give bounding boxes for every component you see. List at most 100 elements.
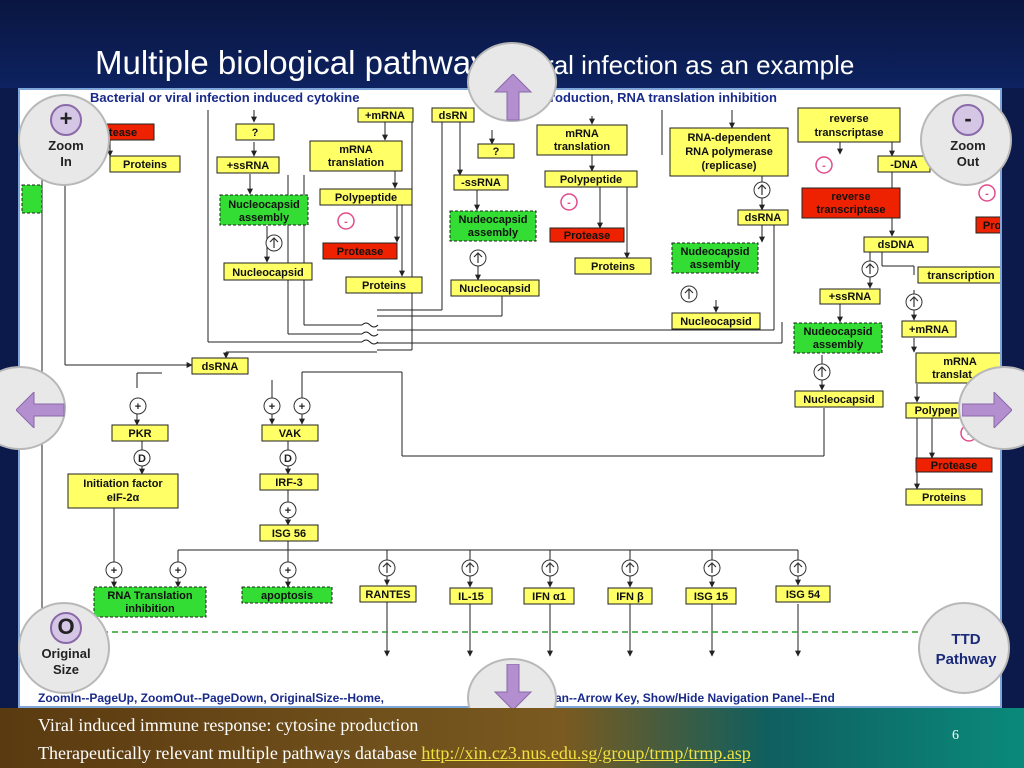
node-nucleocapsid-2[interactable]: Nucleocapsid xyxy=(450,279,540,297)
node-green-edge xyxy=(21,184,43,214)
node-dna-minus[interactable]: -DNA xyxy=(877,155,931,173)
svg-text:-: - xyxy=(567,197,571,209)
svg-text:IL-15: IL-15 xyxy=(458,591,484,603)
node-mrna-plus-2[interactable]: +mRNA xyxy=(901,320,957,338)
original-size-label-2: Size xyxy=(52,662,79,677)
svg-text:+mRNA: +mRNA xyxy=(909,324,949,336)
svg-text:ISG 56: ISG 56 xyxy=(272,528,306,540)
svg-text:Nucleocapsid: Nucleocapsid xyxy=(680,316,752,328)
svg-text:mRNA: mRNA xyxy=(943,356,977,368)
node-polypeptide-1[interactable]: Polypeptide xyxy=(319,188,413,206)
svg-text:Nucleocapsid: Nucleocapsid xyxy=(459,283,531,295)
pan-right-button[interactable] xyxy=(958,366,1024,450)
node-protease-3[interactable]: Protease xyxy=(915,457,993,473)
node-dsdna[interactable]: dsDNA xyxy=(863,236,929,253)
node-ssrna-minus[interactable]: -ssRNA xyxy=(453,174,509,191)
node-rantes[interactable]: RANTES xyxy=(359,585,417,603)
node-il15[interactable]: IL-15 xyxy=(449,587,493,605)
node-isg54[interactable]: ISG 54 xyxy=(775,585,831,603)
node-proteins-1[interactable]: Proteins xyxy=(109,155,181,173)
pan-up-button[interactable] xyxy=(467,42,557,122)
node-ifn-b[interactable]: IFN β xyxy=(607,587,653,605)
node-protease-1[interactable]: Protease xyxy=(322,242,398,260)
node-pkr[interactable]: PKR xyxy=(111,424,169,442)
node-apoptosis[interactable]: apoptosis xyxy=(241,586,333,604)
svg-text:assembly: assembly xyxy=(468,227,519,239)
node-polypeptide-3[interactable]: Polypep xyxy=(905,402,967,419)
node-ifn-a1[interactable]: IFN α1 xyxy=(523,587,575,605)
svg-text:Nudeocapsid: Nudeocapsid xyxy=(680,246,749,258)
svg-text:RNA Translation: RNA Translation xyxy=(107,590,192,602)
svg-text:RNA-dependent: RNA-dependent xyxy=(687,132,770,144)
arrow-right-icon xyxy=(962,392,1012,428)
svg-text:+ssRNA: +ssRNA xyxy=(227,160,270,172)
node-protease-2[interactable]: Protease xyxy=(549,227,625,243)
node-dsrna-main[interactable]: dsRNA xyxy=(191,357,249,375)
node-mrna-plus-1[interactable]: +mRNA xyxy=(357,107,414,123)
node-protease-edge[interactable]: Pro xyxy=(975,216,1000,234)
svg-text:+: + xyxy=(175,565,181,577)
svg-text:dsRN: dsRN xyxy=(439,110,468,122)
svg-text:Proteins: Proteins xyxy=(922,492,966,504)
svg-text:Nucleocapsid: Nucleocapsid xyxy=(228,199,300,211)
node-nucleocapsid-3[interactable]: Nucleocapsid xyxy=(671,312,761,330)
symbol-plus-pkr: + xyxy=(129,397,147,415)
node-dsrna-top[interactable]: dsRN xyxy=(431,107,475,123)
svg-text:D: D xyxy=(284,453,292,465)
pathway-viewer[interactable]: Bacterial or viral infection induced cyt… xyxy=(0,42,1024,738)
svg-text:translat: translat xyxy=(932,369,972,381)
pathway-diagram: Bacterial or viral infection induced cyt… xyxy=(21,90,1000,705)
symbol-minus-4: - xyxy=(978,184,996,202)
svg-text:Nudeocapsid: Nudeocapsid xyxy=(458,214,527,226)
node-proteins-2[interactable]: Proteins xyxy=(345,276,423,294)
page-number: 6 xyxy=(952,728,959,743)
node-dsrna-2[interactable]: dsRNA xyxy=(737,209,789,226)
svg-text:assembly: assembly xyxy=(239,212,290,224)
svg-text:Polypeptide: Polypeptide xyxy=(335,192,397,204)
svg-text:translation: translation xyxy=(328,157,385,169)
svg-text:tease: tease xyxy=(109,127,137,139)
slide-title: Multiple biological pathways: Viral infe… xyxy=(95,44,854,82)
database-link[interactable]: http://xin.cz3.nus.edu.sg/group/trmp/trm… xyxy=(421,743,751,763)
node-vak[interactable]: VAK xyxy=(261,424,319,442)
svg-text:+: + xyxy=(285,505,291,517)
symbol-d-vak: D xyxy=(279,449,297,467)
node-nucleocapsid-1[interactable]: Nucleocapsid xyxy=(223,262,313,281)
node-nucleocapsid-4[interactable]: Nucleocapsid xyxy=(794,390,884,408)
node-irf3[interactable]: IRF-3 xyxy=(259,473,319,491)
node-question-2[interactable]: ? xyxy=(477,143,515,159)
svg-text:RANTES: RANTES xyxy=(365,589,410,601)
svg-text:reverse: reverse xyxy=(829,113,868,125)
zoom-out-label-2: Out xyxy=(956,154,980,169)
node-polypeptide-2[interactable]: Polypeptide xyxy=(544,170,638,188)
svg-text:inhibition: inhibition xyxy=(125,603,175,615)
node-proteins-3[interactable]: Proteins xyxy=(574,257,652,275)
node-transcription[interactable]: transcription xyxy=(917,266,1000,284)
node-question-1[interactable]: ? xyxy=(235,123,275,141)
svg-text:assembly: assembly xyxy=(690,259,741,271)
node-ssrna-plus-2[interactable]: +ssRNA xyxy=(819,288,881,305)
diagram-header-right: production, RNA translation inhibition xyxy=(542,90,777,105)
node-isg15[interactable]: ISG 15 xyxy=(685,587,737,605)
node-ssrna-plus-1[interactable]: +ssRNA xyxy=(216,156,280,174)
node-proteins-4[interactable]: Proteins xyxy=(905,488,983,506)
symbol-plus-vak-2: + xyxy=(293,397,311,415)
svg-text:eIF-2α: eIF-2α xyxy=(107,492,140,504)
svg-text:?: ? xyxy=(493,146,500,158)
node-isg56[interactable]: ISG 56 xyxy=(259,524,319,542)
